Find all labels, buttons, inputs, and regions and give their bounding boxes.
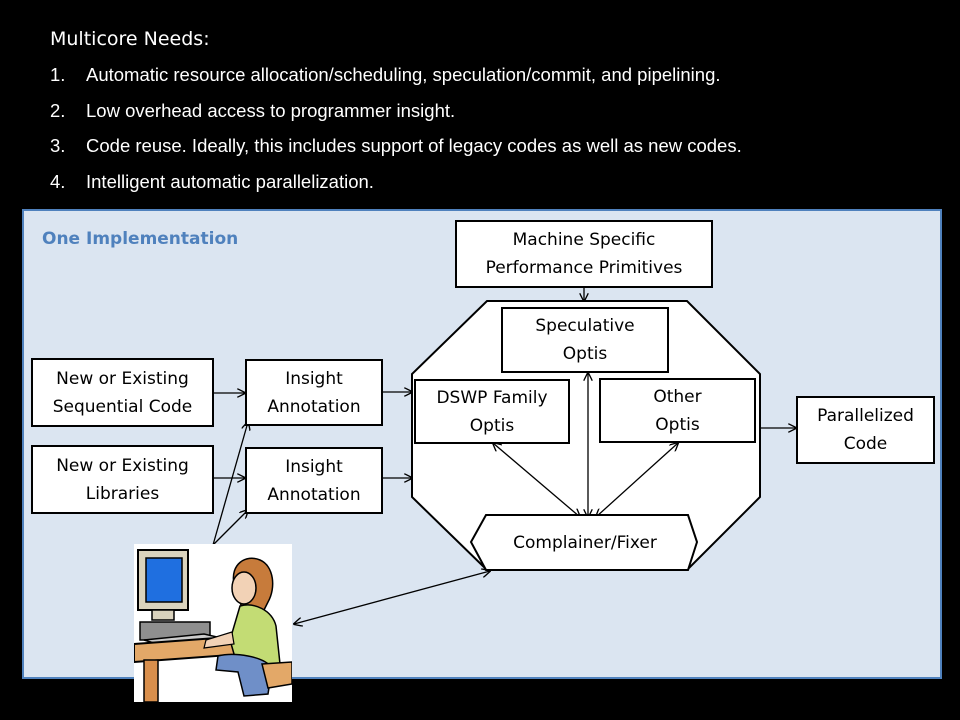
other-optis-box: Other Optis xyxy=(599,378,756,443)
arrow-programmer-to-insight2 xyxy=(212,510,248,546)
list-item: 1.Automatic resource allocation/scheduli… xyxy=(50,64,721,85)
arrow-programmer-to-insight1 xyxy=(212,422,248,546)
insight-annotation-box: Insight Annotation xyxy=(245,447,383,514)
complainer-fixer-shape xyxy=(469,514,699,571)
arrow-programmer-complainer xyxy=(294,571,490,624)
new-sequential-code-box: New or Existing Sequential Code xyxy=(31,358,214,427)
needs-list: 1.Automatic resource allocation/scheduli… xyxy=(50,64,742,206)
arrow-other-complainer xyxy=(596,443,678,517)
dswp-optis-box: DSWP Family Optis xyxy=(414,379,570,444)
parallelized-code-box: Parallelized Code xyxy=(796,396,935,464)
complainer-fixer-label: Complainer/Fixer xyxy=(513,533,657,553)
new-libraries-box: New or Existing Libraries xyxy=(31,445,214,514)
arrow-dswp-complainer xyxy=(493,443,580,517)
list-item: 4.Intelligent automatic parallelization. xyxy=(50,170,374,192)
programmer-at-computer-icon xyxy=(134,544,292,702)
panel-title: One Implementation xyxy=(42,229,239,249)
machine-primitives-box: Machine Specific Performance Primitives xyxy=(455,220,713,288)
list-item: 3.Code reuse. Ideally, this includes sup… xyxy=(50,135,742,156)
list-item: 2.Low overhead access to programmer insi… xyxy=(50,99,456,121)
insight-annotation-box: Insight Annotation xyxy=(245,359,383,426)
header-title: Multicore Needs: xyxy=(50,28,210,50)
speculative-optis-box: Speculative Optis xyxy=(501,307,669,373)
